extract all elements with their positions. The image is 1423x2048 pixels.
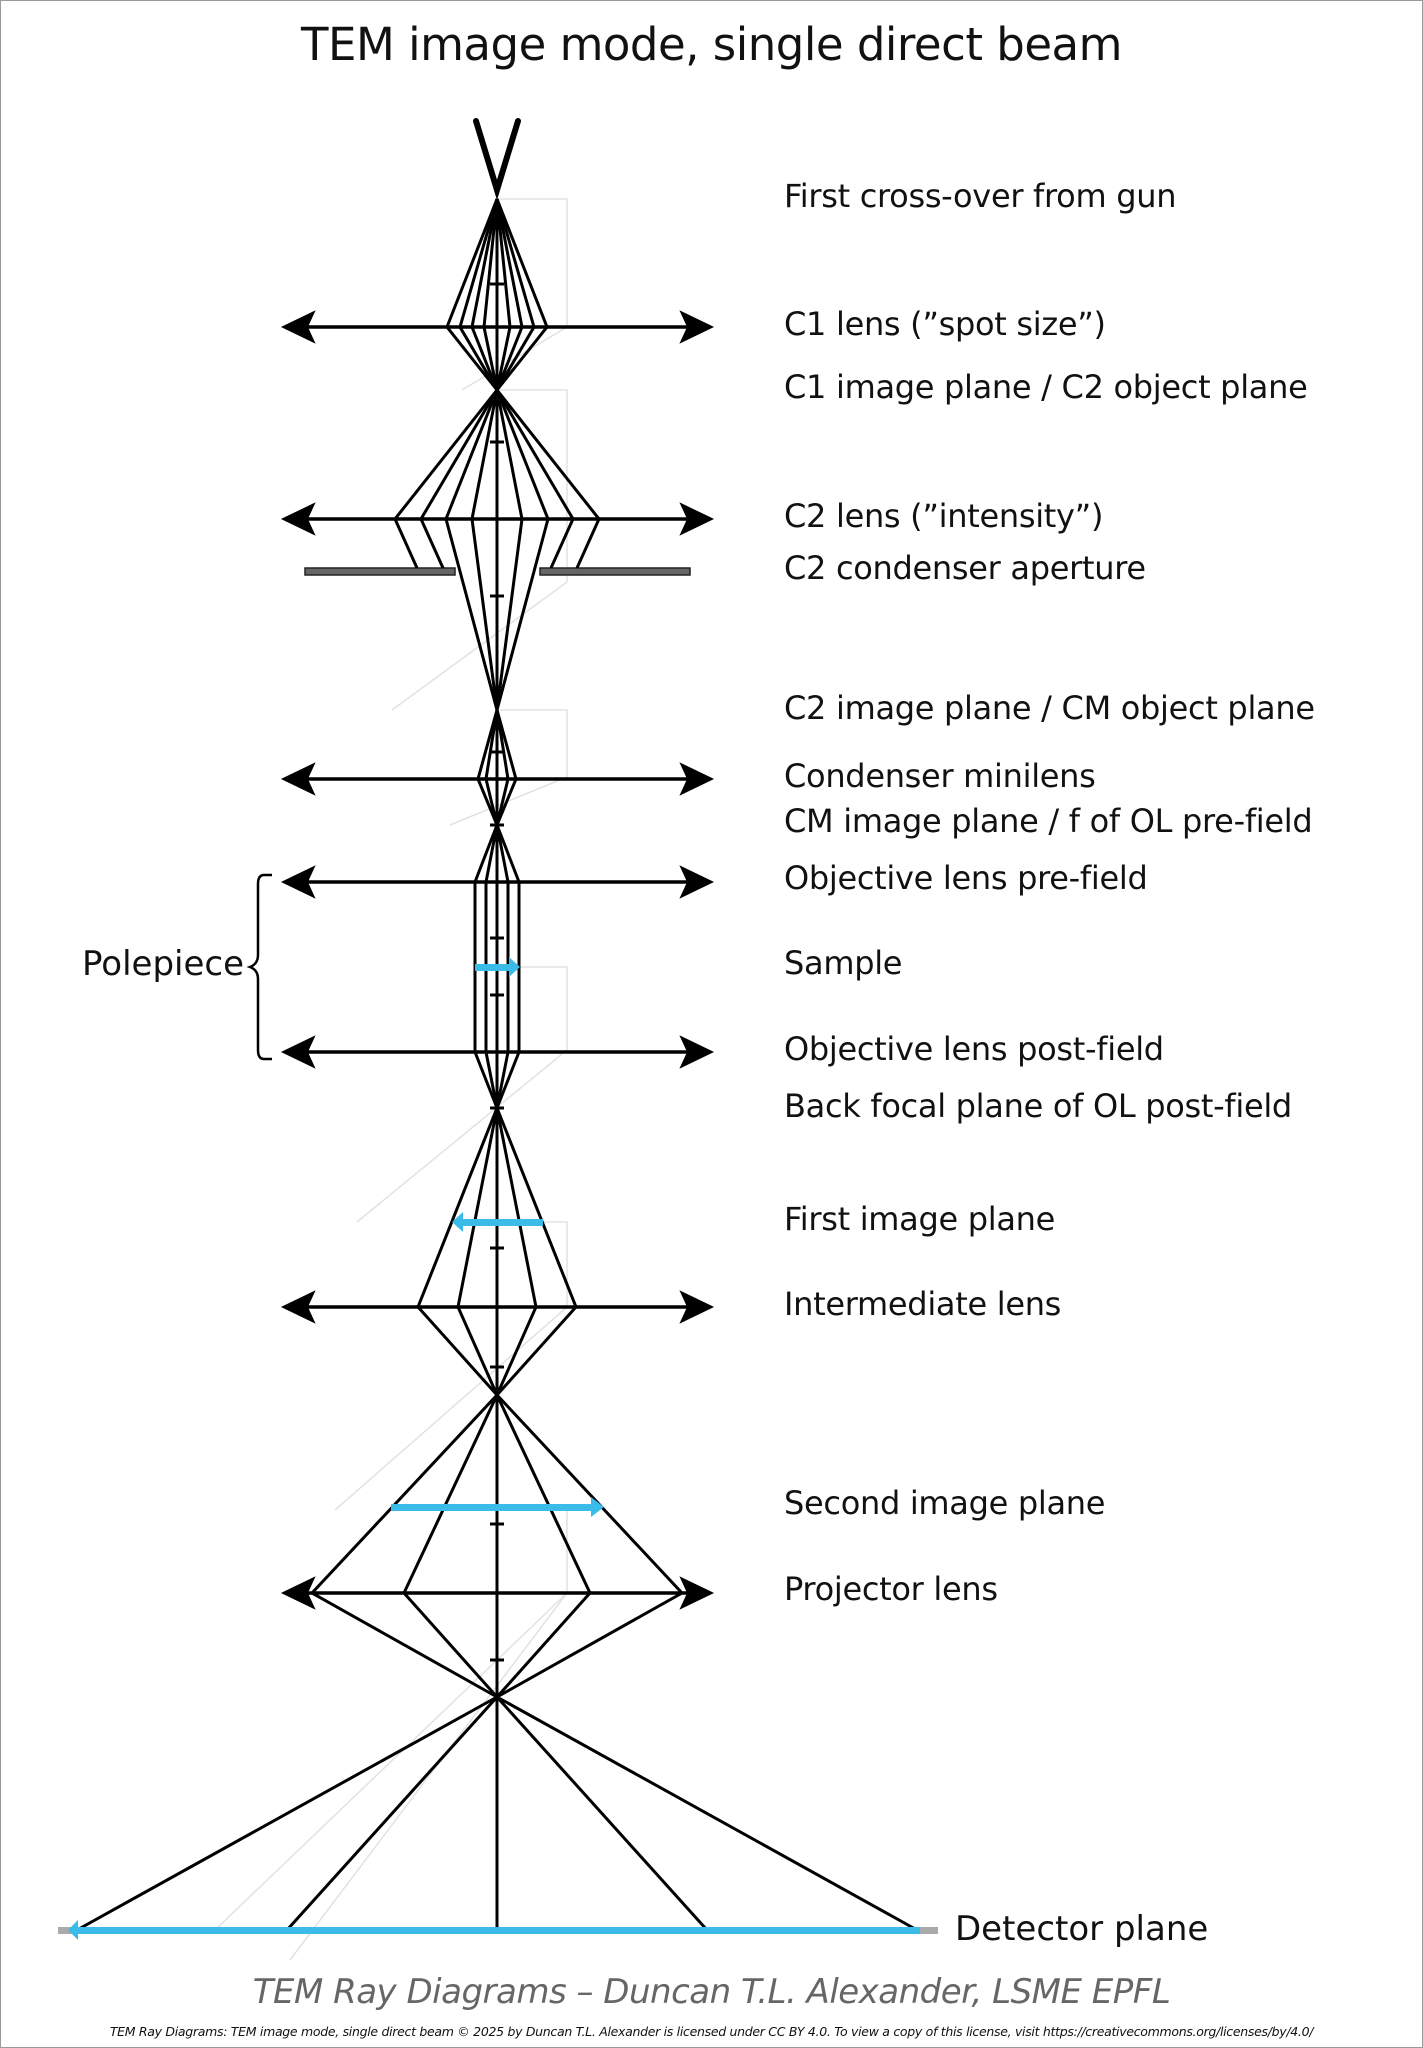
ray-c1-3 (482, 198, 499, 391)
polepiece-label: Polepiece (82, 944, 245, 984)
ray-proj-1 (402, 1394, 499, 1698)
ray-c2-2 (444, 389, 499, 711)
ray-c1-4 (495, 198, 512, 391)
ol-post-lens-icon (280, 1035, 715, 1069)
aperture-plate-right (539, 567, 691, 576)
aperture-plate-left (304, 567, 456, 576)
label-c2-aperture: C2 condenser aperture (784, 549, 1146, 587)
author-credit: TEM Ray Diagrams – Duncan T.L. Alexander… (252, 1972, 1171, 2012)
label-projector-lens: Projector lens (784, 1570, 998, 1608)
focal-ticks (490, 282, 504, 1662)
label-c1-image: C1 image plane / C2 object plane (784, 368, 1308, 406)
polepiece-brace-icon (246, 873, 272, 1061)
ray-cm-3 (495, 709, 518, 826)
ray-c2-blocked-0 (393, 389, 499, 569)
ray-proj-2 (495, 1394, 592, 1698)
ray-proj-0 (309, 1393, 499, 1699)
ghost-construction-lines (214, 198, 568, 1961)
c2-aperture (304, 567, 691, 576)
projector-lens-icon (280, 1576, 715, 1610)
ray-c1-1 (458, 198, 499, 391)
detector-image-arrow-icon (58, 1920, 938, 1940)
cm-lens-icon (280, 762, 715, 796)
ray-c1-0 (445, 198, 499, 391)
sample-arrow-icon (475, 957, 520, 977)
label-intermediate-lens: Intermediate lens (784, 1285, 1062, 1323)
second-image-arrow-icon (391, 1497, 604, 1517)
ray-det-1 (285, 1695, 499, 1932)
label-c2-lens: C2 lens (”intensity”) (784, 497, 1104, 535)
label-ol-pre: Objective lens pre-field (784, 859, 1148, 897)
ray-det-0 (76, 1695, 498, 1932)
ray-c1-7 (495, 198, 549, 391)
license-notice: TEM Ray Diagrams: TEM image mode, single… (109, 2024, 1314, 2039)
ray-cm-0 (476, 709, 499, 826)
ol-pre-lens-icon (280, 865, 715, 899)
ray-c2-4 (495, 389, 524, 711)
label-ol-post: Objective lens post-field (784, 1030, 1164, 1068)
label-bfp: Back focal plane of OL post-field (784, 1087, 1292, 1125)
electron-gun-tip-icon (473, 118, 521, 201)
ray-cm-2 (495, 709, 510, 826)
ray-c2-blocked-6 (495, 389, 575, 569)
label-gun-crossover: First cross-over from gun (784, 177, 1177, 215)
ray-int-2 (495, 1107, 538, 1396)
lens-arrows (280, 310, 715, 1610)
intermediate-lens-icon (280, 1290, 715, 1324)
label-sample: Sample (784, 944, 903, 982)
label-c1-lens: C1 lens (”spot size”) (784, 305, 1106, 343)
ray-c2-3 (470, 389, 499, 711)
c2-lens-icon (280, 502, 715, 536)
ray-c2-5 (495, 389, 550, 711)
electron-rays (76, 198, 918, 1932)
label-cm-image: CM image plane / f of OL pre-field (784, 802, 1313, 840)
ray-c2-blocked-1 (419, 389, 499, 569)
ray-c1-5 (495, 198, 524, 391)
diagram-title: TEM image mode, single direct beam (301, 18, 1122, 71)
image-arrows (58, 957, 938, 1940)
ray-det-3 (496, 1695, 918, 1932)
ray-int-1 (456, 1107, 499, 1396)
label-first-image: First image plane (784, 1200, 1056, 1238)
ray-proj-3 (495, 1393, 685, 1699)
c1-lens-icon (280, 310, 715, 344)
label-c2-image: C2 image plane / CM object plane (784, 689, 1315, 727)
first-image-arrow-icon (452, 1212, 543, 1232)
ray-c1-2 (470, 198, 499, 391)
ray-det-2 (495, 1695, 709, 1932)
ray-int-3 (495, 1107, 578, 1397)
label-cm-lens: Condenser minilens (784, 757, 1096, 795)
ray-int-0 (416, 1107, 499, 1397)
detector-plane-label: Detector plane (955, 1909, 1209, 1949)
label-second-image: Second image plane (784, 1484, 1106, 1522)
ray-cm-1 (484, 709, 499, 826)
ray-c2-blocked-7 (495, 389, 601, 569)
ray-c1-6 (495, 198, 536, 391)
